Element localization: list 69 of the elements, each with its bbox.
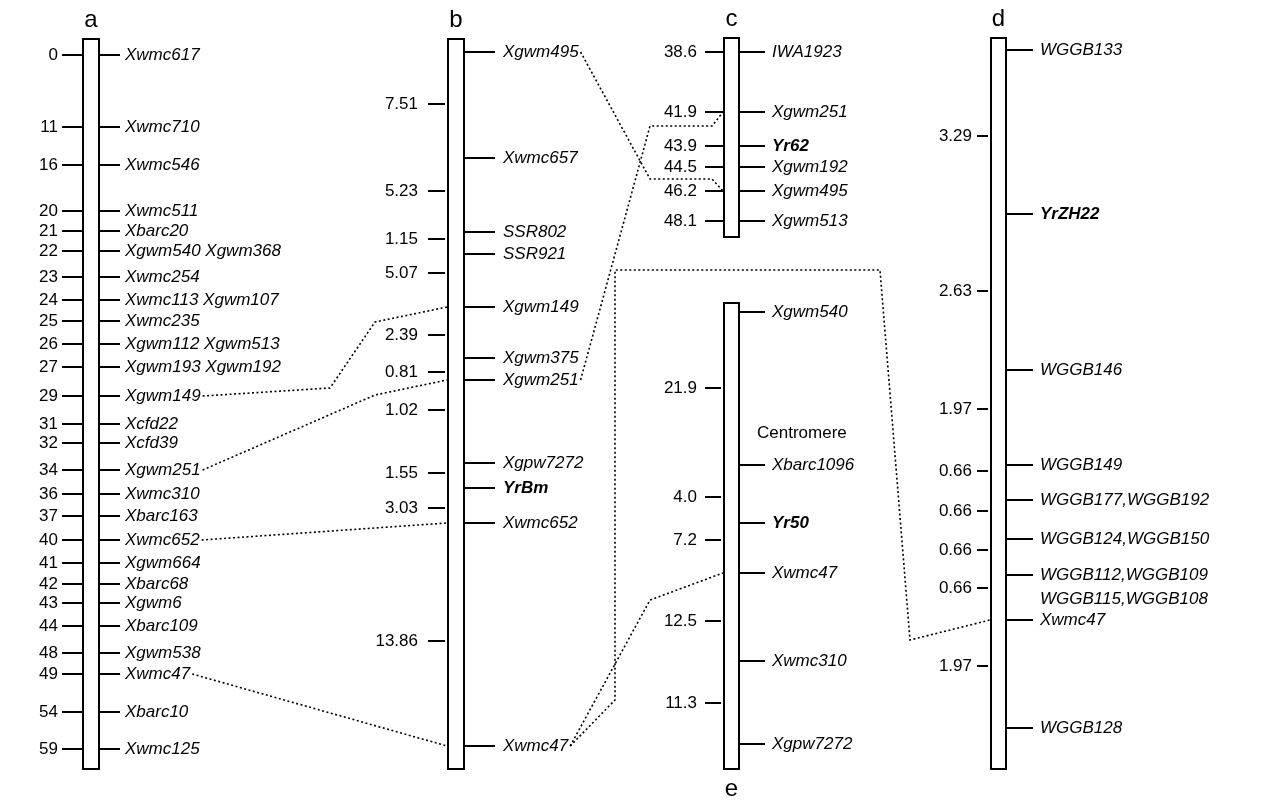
chromosome-label: e	[723, 773, 740, 802]
position-value: 48	[39, 643, 58, 663]
dotted-connector	[200, 522, 448, 541]
position-value: 43.9	[663, 136, 697, 156]
dotted-connector	[569, 572, 724, 747]
position-value: 34	[39, 460, 58, 480]
position-value: 37	[39, 506, 58, 526]
position-value: 0.66	[938, 461, 972, 481]
position-value: 21.9	[663, 378, 697, 398]
dotted-connector	[191, 673, 448, 747]
position-value: 54	[39, 702, 58, 722]
position-value: 4.0	[673, 487, 697, 507]
chromosome-label: c	[724, 3, 739, 33]
position-value: 41.9	[663, 102, 697, 122]
position-value: 12.5	[663, 611, 697, 631]
position-value: 1.97	[938, 399, 972, 419]
position-value: 36	[39, 484, 58, 504]
position-value: 0.81	[384, 362, 418, 382]
position-value: 2.39	[384, 325, 418, 345]
position-value: 1.02	[384, 400, 418, 420]
position-value: 0	[48, 45, 58, 65]
position-value: 1.97	[938, 656, 972, 676]
chromosome-label: d	[990, 3, 1007, 33]
dotted-connector	[569, 269, 991, 747]
chromosome-label: b	[448, 4, 464, 34]
position-value: 0.66	[938, 540, 972, 560]
position-value: 46.2	[663, 181, 697, 201]
position-value: 11	[40, 117, 58, 137]
position-value: 3.03	[384, 498, 418, 518]
position-value: 5.07	[384, 263, 418, 283]
position-value: 42	[39, 574, 58, 594]
position-value: 0.66	[938, 578, 972, 598]
position-value: 5.23	[384, 181, 418, 201]
dotted-connector	[201, 306, 448, 397]
position-value: 3.29	[938, 126, 972, 146]
position-value: 22	[39, 241, 58, 261]
position-value: 13.86	[375, 631, 418, 651]
chromosome-label: a	[83, 4, 99, 34]
position-value: 23	[39, 267, 58, 287]
position-value: 38.6	[663, 42, 697, 62]
position-value: 49	[39, 664, 58, 684]
position-value: 1.55	[384, 463, 418, 483]
position-value: 1.15	[384, 229, 418, 249]
position-value: 7.2	[673, 530, 697, 550]
position-value: 24	[39, 290, 58, 310]
dotted-connector	[579, 111, 724, 381]
position-value: 59	[39, 739, 58, 759]
position-value: 7.51	[384, 94, 418, 114]
position-value: 41	[39, 553, 58, 573]
position-value: 43	[39, 593, 58, 613]
position-value: 31	[39, 414, 58, 434]
position-value: 2.63	[938, 281, 972, 301]
centromere-label: Centromere	[757, 423, 847, 443]
dotted-connector	[201, 379, 448, 471]
position-value: 0.66	[938, 501, 972, 521]
position-value: 21	[39, 221, 58, 241]
position-value: 44	[39, 616, 58, 636]
position-value: 25	[39, 311, 58, 331]
position-value: 20	[39, 201, 58, 221]
position-value: 11.3	[665, 693, 697, 713]
position-value: 27	[39, 357, 58, 377]
position-value: 16	[39, 155, 58, 175]
position-value: 44.5	[663, 157, 697, 177]
position-value: 32	[39, 433, 58, 453]
position-value: 29	[39, 386, 58, 406]
position-value: 26	[39, 334, 58, 354]
position-value: 40	[39, 530, 58, 550]
position-value: 48.1	[663, 211, 697, 231]
dotted-connector	[579, 51, 724, 192]
